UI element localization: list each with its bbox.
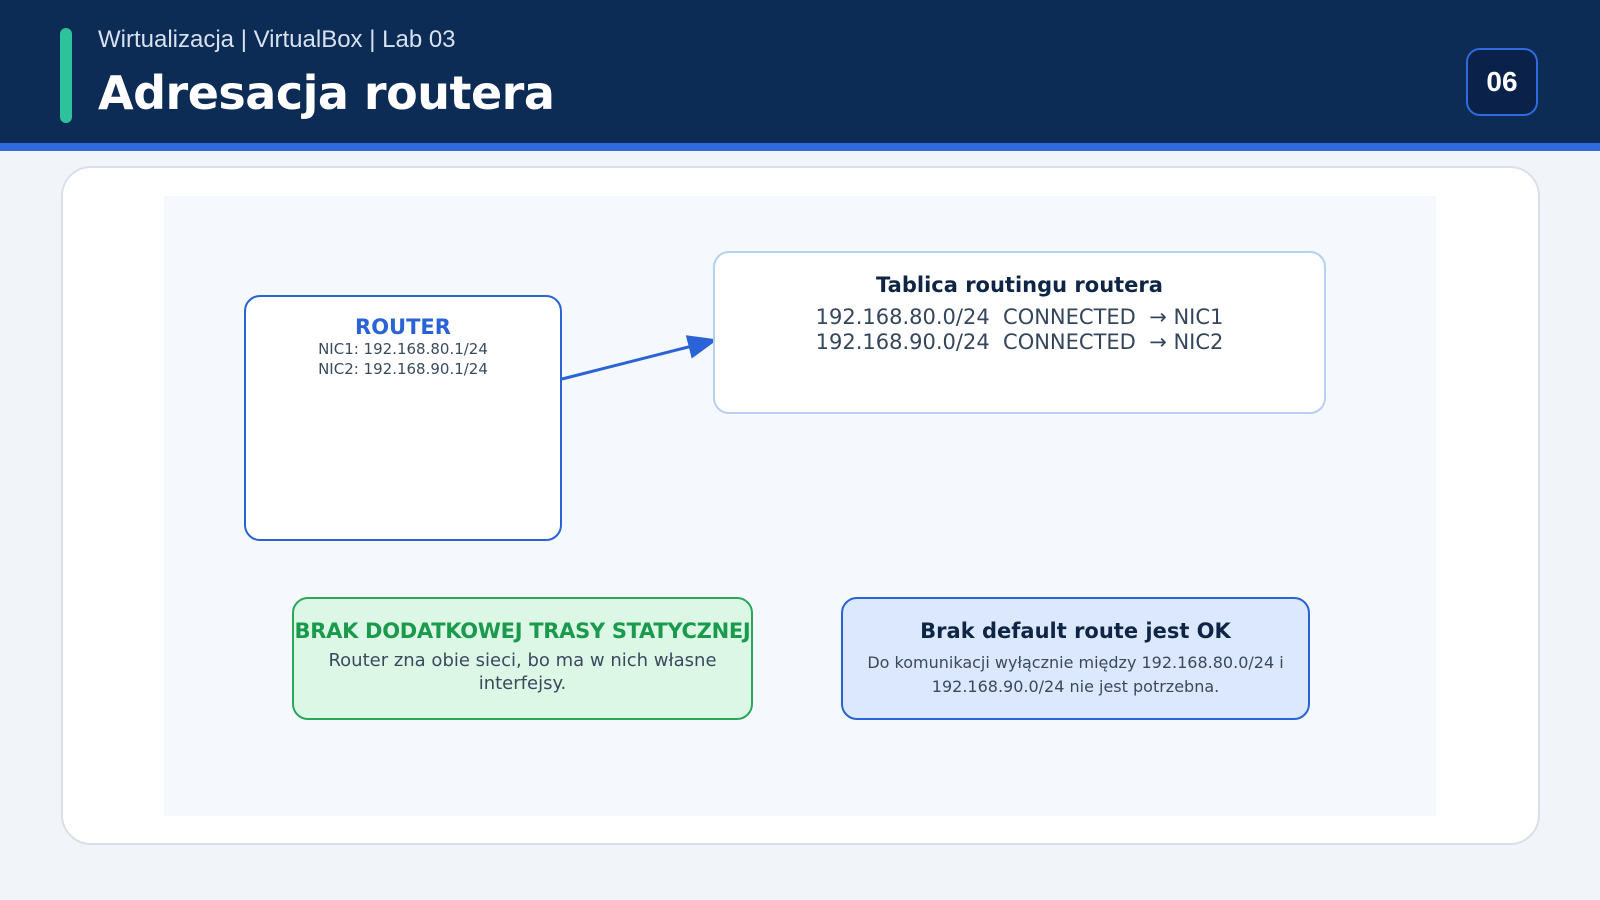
router-node: ROUTER NIC1: 192.168.80.1/24 NIC2: 192.1… [244, 295, 562, 541]
router-title: ROUTER [355, 315, 451, 339]
routing-table-rows: 192.168.80.0/24 CONNECTED → NIC1 192.168… [715, 305, 1324, 355]
routing-table-row: 192.168.90.0/24 CONNECTED → NIC2 [815, 330, 1224, 354]
header-stripe [0, 143, 1600, 151]
no-static-route-note: BRAK DODATKOWEJ TRASY STATYCZNEJ Router … [292, 597, 753, 720]
routing-table-row: 192.168.80.0/24 CONNECTED → NIC1 [815, 305, 1224, 329]
page-title: Adresacja routera [98, 66, 555, 120]
routing-table-title: Tablica routingu routera [876, 273, 1163, 297]
router-nic1-address: NIC1: 192.168.80.1/24 [318, 340, 488, 358]
default-route-title: Brak default route jest OK [920, 619, 1231, 643]
page-number-badge: 06 [1466, 48, 1538, 116]
no-static-route-text: Router zna obie sieci, bo ma w nich włas… [328, 650, 717, 694]
router-nic2-address: NIC2: 192.168.90.1/24 [318, 360, 488, 378]
breadcrumb: Wirtualizacja | VirtualBox | Lab 03 [98, 26, 456, 53]
no-static-route-title: BRAK DODATKOWEJ TRASY STATYCZNEJ [294, 619, 751, 643]
default-route-note: Brak default route jest OK Do komunikacj… [841, 597, 1310, 720]
header-bar [0, 0, 1600, 143]
default-route-text: Do komunikacji wyłącznie między 192.168.… [867, 653, 1284, 696]
routing-table-node: Tablica routingu routera 192.168.80.0/24… [713, 251, 1326, 414]
accent-bar [60, 28, 72, 123]
